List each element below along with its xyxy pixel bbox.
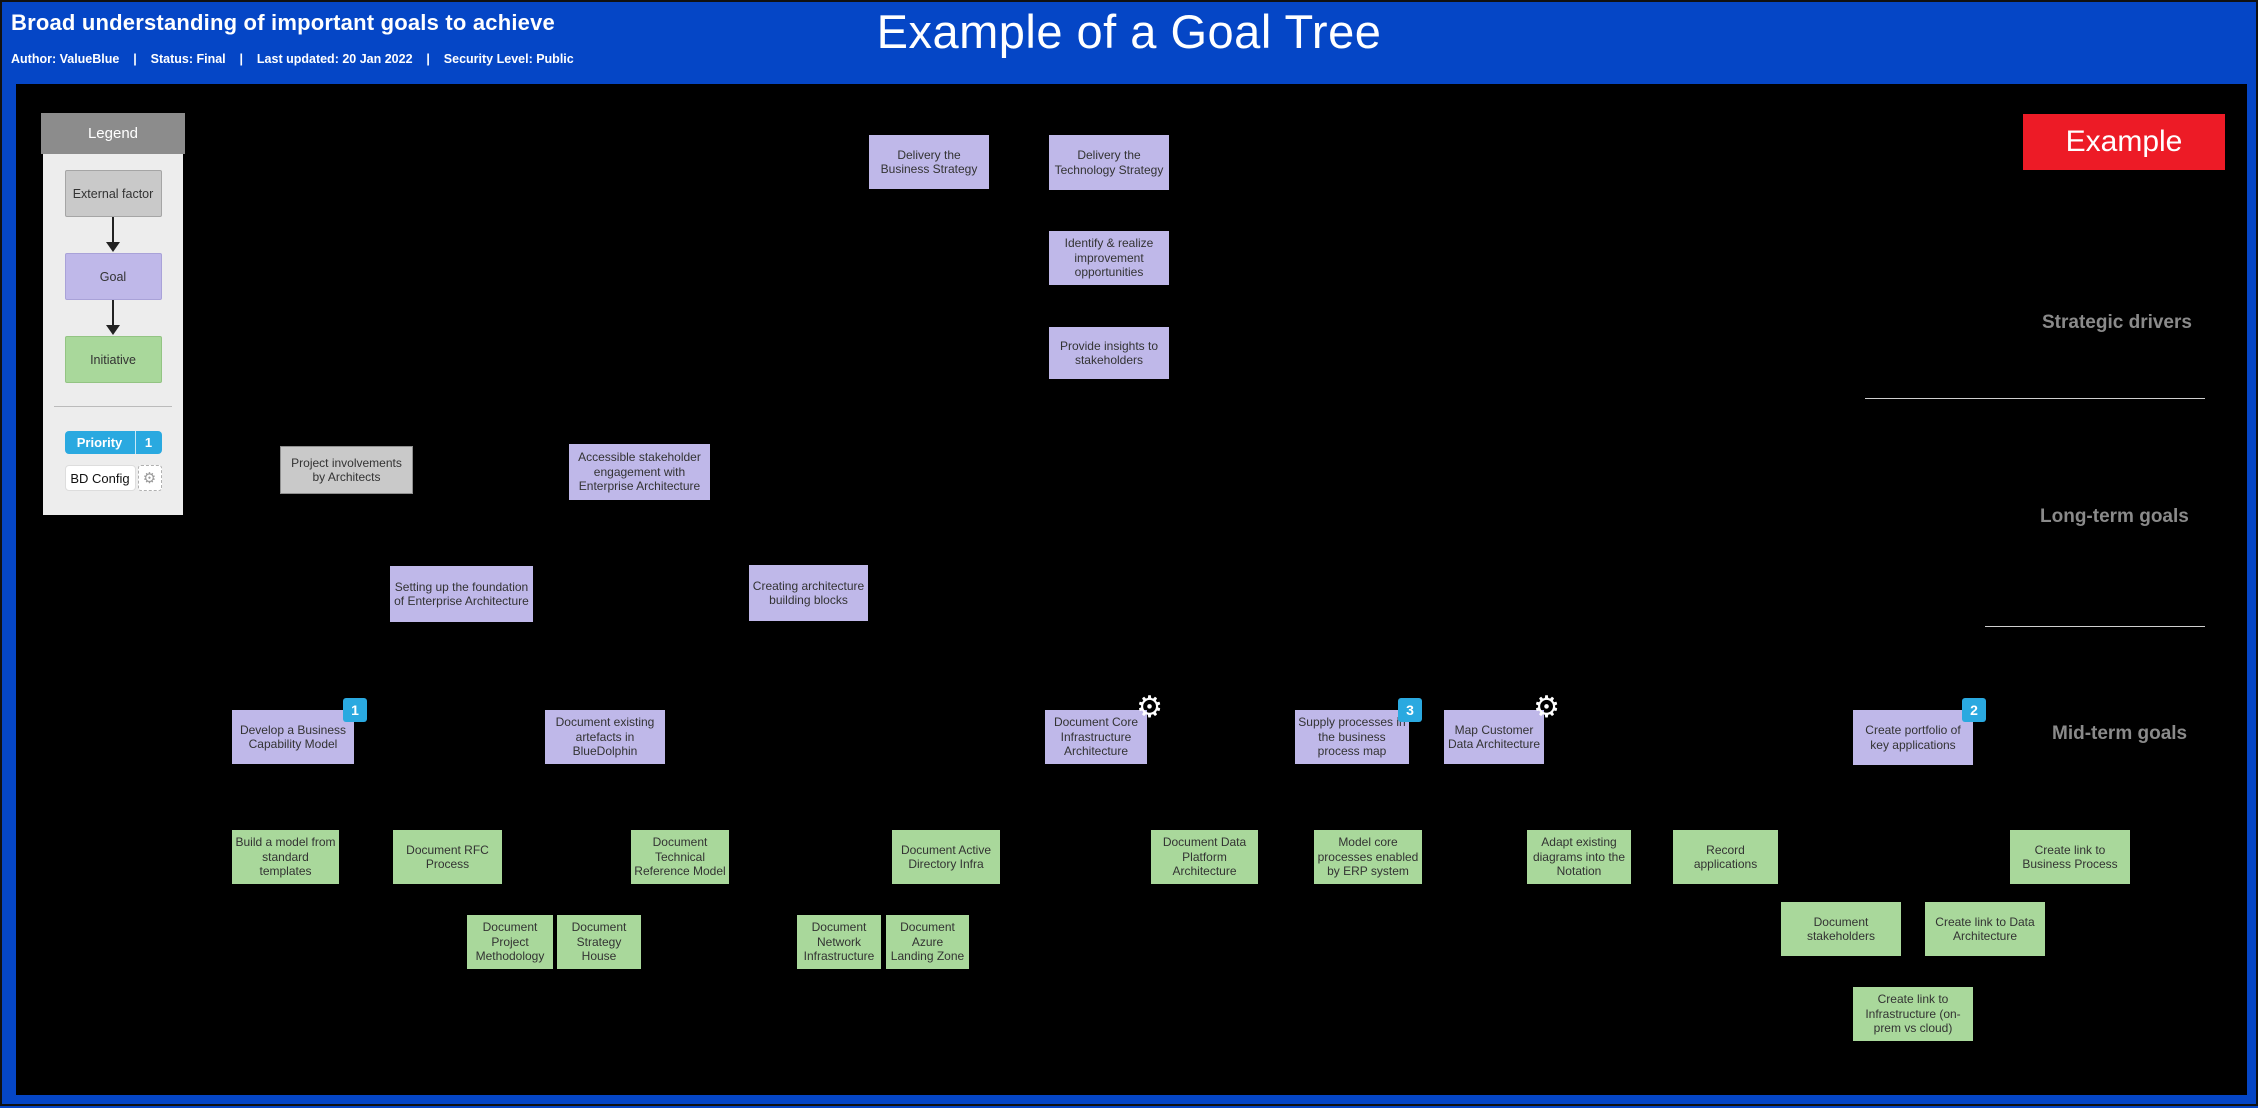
node-document-project-methodology[interactable]: Document Project Methodology <box>467 915 553 969</box>
node-identify-realize-improvement-opportunities[interactable]: Identify & realize improvement opportuni… <box>1049 231 1169 285</box>
legend-goal-label: Goal <box>99 269 127 284</box>
legend-external-factor-label: External factor <box>72 186 154 201</box>
node-label: Create link to Data Architecture <box>1935 914 2035 943</box>
node-label: Adapt existing diagrams into the Notatio… <box>1532 835 1626 879</box>
node-label: Develop a Business Capability Model <box>239 722 347 751</box>
legend-bd-config-label: BD Config <box>64 465 136 491</box>
node-label: Create portfolio of key applications <box>1865 723 1961 752</box>
page-title: Example of a Goal Tree <box>876 5 1382 58</box>
node-document-rfc-process[interactable]: Document RFC Process <box>393 830 502 884</box>
node-document-strategy-house[interactable]: Document Strategy House <box>557 915 641 969</box>
document-metadata: Author: ValueBlue | Status: Final | Last… <box>11 52 574 66</box>
node-label: Document Active Directory Infra <box>900 842 992 871</box>
legend-bd-config-row: BD Config ⚙ <box>64 465 162 491</box>
legend-initiative-swatch: Initiative <box>64 336 162 383</box>
node-label: Document RFC Process <box>406 842 489 871</box>
node-adapt-existing-diagrams-into-notation[interactable]: Adapt existing diagrams into the Notatio… <box>1527 830 1631 884</box>
node-delivery-business-strategy[interactable]: Delivery the Business Strategy <box>869 135 989 189</box>
gear-icon: ⚙ <box>137 465 162 491</box>
legend-priority-label: Priority <box>76 435 123 450</box>
legend-panel: Legend External factor Goal Initiative P… <box>41 113 185 515</box>
node-document-data-platform-architecture[interactable]: Document Data Platform Architecture <box>1151 830 1258 884</box>
node-model-core-processes-enabled-by-erp[interactable]: Model core processes enabled by ERP syst… <box>1314 830 1422 884</box>
node-project-involvements-by-architects[interactable]: Project involvements by Architects <box>280 446 413 494</box>
node-label: Accessible stakeholder engagement with E… <box>578 450 701 494</box>
node-label: Creating architecture building blocks <box>752 578 865 607</box>
section-divider <box>1865 398 2205 399</box>
node-label: Document existing artefacts in BlueDolph… <box>555 715 655 759</box>
section-label-long-term-goals: Long-term goals <box>2040 506 2189 527</box>
node-label: Document stakeholders <box>1806 914 1876 943</box>
example-badge: Example <box>2023 114 2225 170</box>
node-label: Map Customer Data Architecture <box>1447 722 1541 751</box>
node-label: Document Project Methodology <box>475 920 545 964</box>
legend-title: Legend <box>41 113 185 154</box>
section-label-mid-term-goals: Mid-term goals <box>2052 723 2188 744</box>
priority-badge: 2 <box>1962 698 1986 722</box>
arrow-down-icon <box>106 300 120 336</box>
node-label: Record applications <box>1693 842 1758 871</box>
priority-badge: 3 <box>1398 698 1422 722</box>
section-label-strategic-drivers: Strategic drivers <box>2042 312 2192 333</box>
node-provide-insights-to-stakeholders[interactable]: Provide insights to stakeholders <box>1049 327 1169 379</box>
priority-badge: 1 <box>343 698 367 722</box>
node-document-core-infrastructure-architecture[interactable]: Document Core Infrastructure Architectur… <box>1045 693 1163 764</box>
node-create-link-to-infrastructure[interactable]: Create link to Infrastructure (on-prem v… <box>1853 987 1973 1041</box>
document-title: Broad understanding of important goals t… <box>11 10 555 35</box>
node-document-technical-reference-model[interactable]: Document Technical Reference Model <box>631 830 729 884</box>
node-label: Document Core Infrastructure Architectur… <box>1053 715 1139 759</box>
arrow-down-icon <box>106 217 120 253</box>
legend-external-factor-swatch: External factor <box>64 170 162 217</box>
node-map-customer-data-architecture[interactable]: Map Customer Data Architecture⚙ <box>1444 693 1560 764</box>
gear-icon: ⚙ <box>1136 690 1163 725</box>
node-label: Project involvements by Architects <box>291 455 402 484</box>
node-creating-architecture-building-blocks[interactable]: Creating architecture building blocks <box>749 565 868 621</box>
legend-body: External factor Goal Initiative Priority… <box>43 154 183 515</box>
legend-initiative-label: Initiative <box>90 352 136 367</box>
node-label: Delivery the Technology Strategy <box>1054 148 1164 177</box>
node-setting-up-foundation-enterprise-architecture[interactable]: Setting up the foundation of Enterprise … <box>390 566 533 622</box>
legend-goal-swatch: Goal <box>64 253 162 300</box>
node-label: Document Data Platform Architecture <box>1162 835 1247 879</box>
node-document-azure-landing-zone[interactable]: Document Azure Landing Zone <box>886 915 969 969</box>
node-document-network-infrastructure[interactable]: Document Network Infrastructure <box>797 915 881 969</box>
node-label: Create link to Infrastructure (on-prem v… <box>1865 992 1961 1036</box>
node-label: Document Network Infrastructure <box>803 920 875 964</box>
node-record-applications[interactable]: Record applications <box>1673 830 1778 884</box>
node-document-stakeholders[interactable]: Document stakeholders <box>1781 902 1901 956</box>
node-build-model-from-standard-templates[interactable]: Build a model from standard templates <box>232 830 339 884</box>
node-delivery-technology-strategy[interactable]: Delivery the Technology Strategy <box>1049 135 1169 190</box>
node-label: Provide insights to stakeholders <box>1059 338 1159 367</box>
node-label: Delivery the Business Strategy <box>880 147 978 176</box>
node-label: Identify & realize improvement opportuni… <box>1064 236 1154 280</box>
legend-priority-badge: Priority 1 <box>64 431 162 454</box>
node-label: Supply processes in the business process… <box>1298 715 1406 759</box>
node-label: Document Technical Reference Model <box>634 835 726 879</box>
node-accessible-stakeholder-engagement[interactable]: Accessible stakeholder engagement with E… <box>569 444 710 500</box>
node-create-link-to-data-architecture[interactable]: Create link to Data Architecture <box>1925 902 2045 956</box>
legend-priority-value: 1 <box>134 431 162 454</box>
section-divider <box>1985 626 2205 627</box>
node-label: Setting up the foundation of Enterprise … <box>394 579 529 608</box>
legend-divider <box>54 406 172 407</box>
node-document-existing-artefacts-bluedolphin[interactable]: Document existing artefacts in BlueDolph… <box>545 710 665 764</box>
node-label: Document Strategy House <box>571 920 627 964</box>
node-label: Document Azure Landing Zone <box>890 920 965 964</box>
node-supply-processes-business-process-map[interactable]: Supply processes in the business process… <box>1295 698 1422 764</box>
node-label: Create link to Business Process <box>2022 842 2118 871</box>
node-label: Build a model from standard templates <box>235 835 336 879</box>
node-document-active-directory-infra[interactable]: Document Active Directory Infra <box>892 830 1000 884</box>
node-create-link-to-business-process[interactable]: Create link to Business Process <box>2010 830 2130 884</box>
node-label: Model core processes enabled by ERP syst… <box>1317 835 1419 879</box>
gear-icon: ⚙ <box>1533 690 1560 725</box>
